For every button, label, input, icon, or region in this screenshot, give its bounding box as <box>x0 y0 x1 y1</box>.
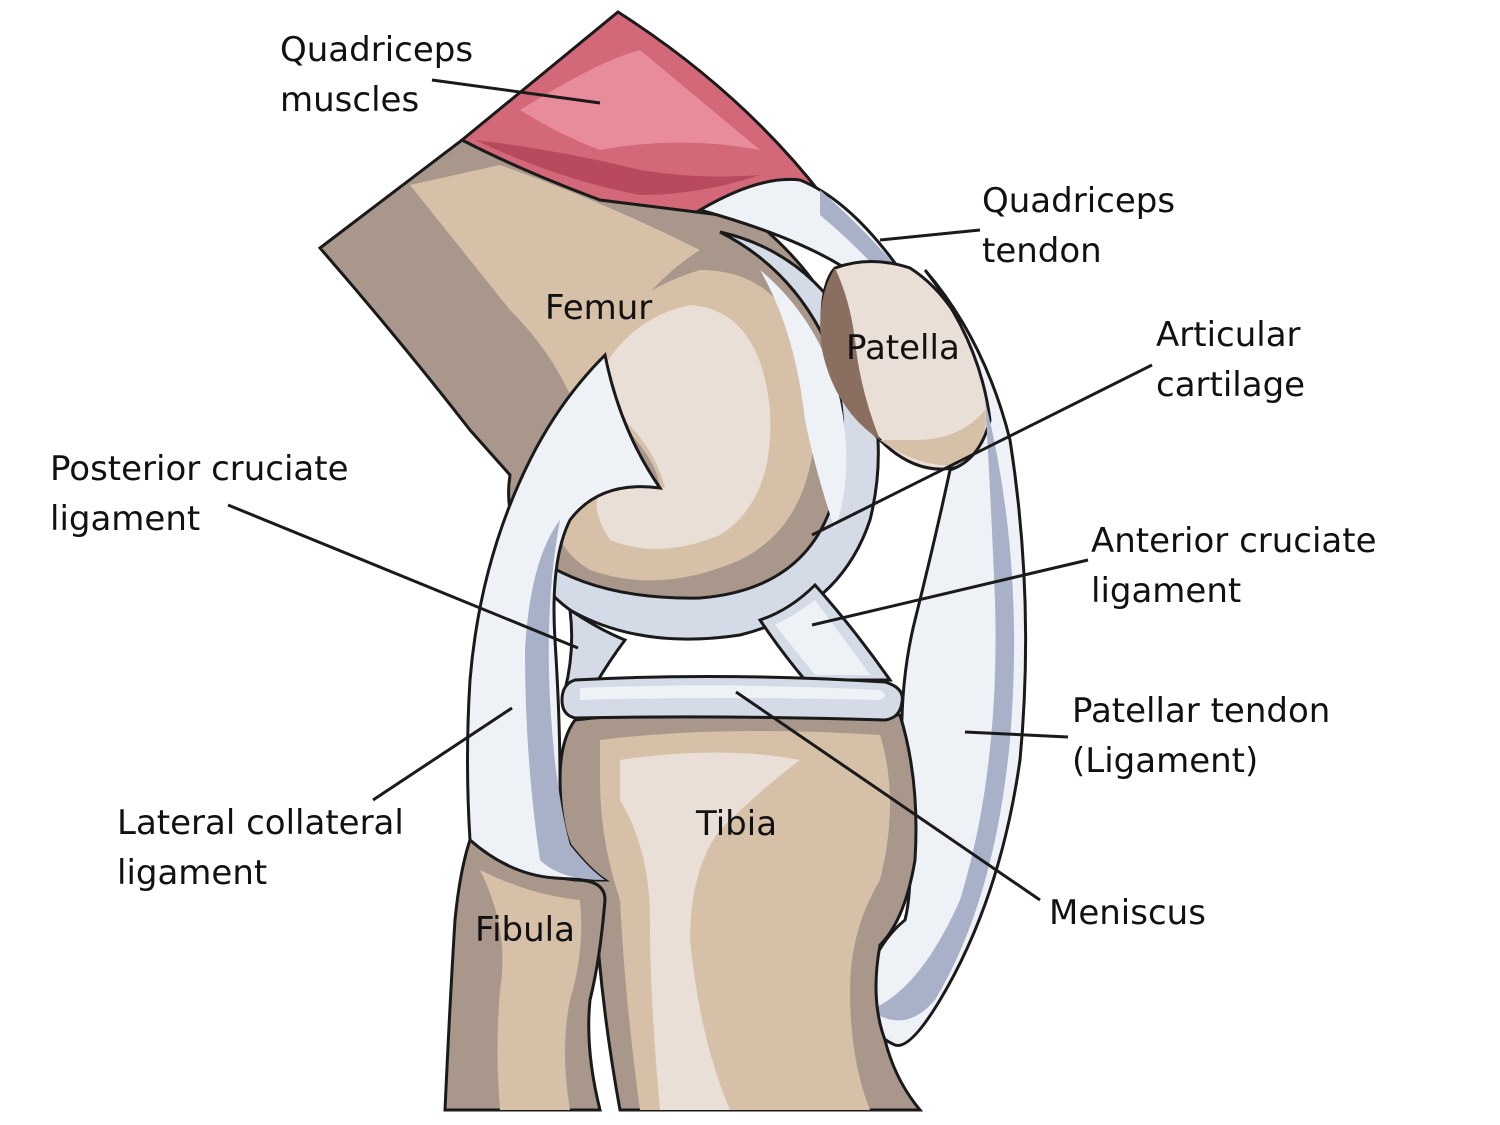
label-quadriceps-tendon-line2: tendon <box>982 231 1102 271</box>
quadriceps-muscle-shape <box>459 10 825 217</box>
label-quadriceps-muscles: Quadriceps muscles <box>280 25 473 125</box>
tibia-shape <box>558 709 924 1112</box>
anterior-cruciate-ligament-highlight <box>775 600 870 675</box>
label-posterior-cruciate-ligament-line2: ligament <box>50 499 201 539</box>
label-posterior-cruciate-ligament-line1: Posterior cruciate <box>50 449 349 489</box>
leader-patellar-tendon <box>964 730 1069 739</box>
leader-lines <box>227 78 1153 902</box>
leader-quadriceps-tendon <box>879 228 981 242</box>
anterior-cruciate-ligament-shape <box>757 582 893 682</box>
label-anterior-cruciate-ligament-line2: ligament <box>1091 571 1242 611</box>
label-articular-cartilage: Articular cartilage <box>1156 310 1305 410</box>
label-meniscus: Meniscus <box>1049 893 1206 933</box>
lateral-collateral-ligament-shadow <box>525 520 605 880</box>
label-quadriceps-tendon-line1: Quadriceps <box>982 181 1176 221</box>
label-lateral-collateral-ligament-line1: Lateral collateral <box>117 803 404 843</box>
label-tibia: Tibia <box>696 804 778 844</box>
quadriceps-tendon-shadow <box>820 190 895 272</box>
label-articular-cartilage-line1: Articular <box>1156 315 1301 355</box>
label-fibula: Fibula <box>475 910 575 950</box>
fibula-highlight <box>480 870 582 1110</box>
quadriceps-muscle-highlight <box>520 50 760 150</box>
patellar-tendon-shadow <box>870 400 1015 1021</box>
label-patellar-tendon-line1: Patellar tendon <box>1072 691 1331 731</box>
articular-cartilage-highlight <box>760 270 847 530</box>
leader-quadriceps-muscles <box>431 78 601 105</box>
meniscus-shape <box>560 674 904 722</box>
label-lateral-collateral-ligament-line2: ligament <box>117 853 268 893</box>
patella-shape <box>820 260 991 471</box>
label-anterior-cruciate-ligament-line1: Anterior cruciate <box>1091 521 1377 561</box>
quadriceps-muscle-shadow <box>475 140 760 195</box>
label-anterior-cruciate-ligament: Anterior cruciate ligament <box>1091 516 1377 616</box>
leader-anterior-cruciate-ligament <box>811 558 1089 627</box>
label-patellar-tendon-line2: (Ligament) <box>1072 741 1259 781</box>
label-lateral-collateral-ligament: Lateral collateral ligament <box>117 798 404 898</box>
label-quadriceps-muscles-line2: muscles <box>280 80 420 120</box>
label-patellar-tendon: Patellar tendon (Ligament) <box>1072 686 1330 786</box>
label-posterior-cruciate-ligament: Posterior cruciate ligament <box>50 444 349 544</box>
lateral-collateral-ligament-shape <box>466 351 664 882</box>
label-quadriceps-tendon: Quadriceps tendon <box>982 176 1175 276</box>
label-patella: Patella <box>846 328 960 368</box>
patella-shadow <box>880 410 986 466</box>
leader-posterior-cruciate-ligament <box>227 503 579 650</box>
label-articular-cartilage-line2: cartilage <box>1156 365 1306 405</box>
patella-dark-face <box>820 268 880 440</box>
meniscus-highlight <box>580 685 885 700</box>
tibia-highlight <box>620 752 800 1110</box>
femur-highlight <box>410 165 700 420</box>
leader-lateral-collateral-ligament <box>372 706 513 802</box>
leader-meniscus <box>735 690 1041 902</box>
label-quadriceps-muscles-line1: Quadriceps <box>280 30 474 70</box>
fibula-shape <box>443 837 607 1112</box>
label-femur: Femur <box>545 288 653 328</box>
leader-articular-cartilage <box>811 363 1153 537</box>
